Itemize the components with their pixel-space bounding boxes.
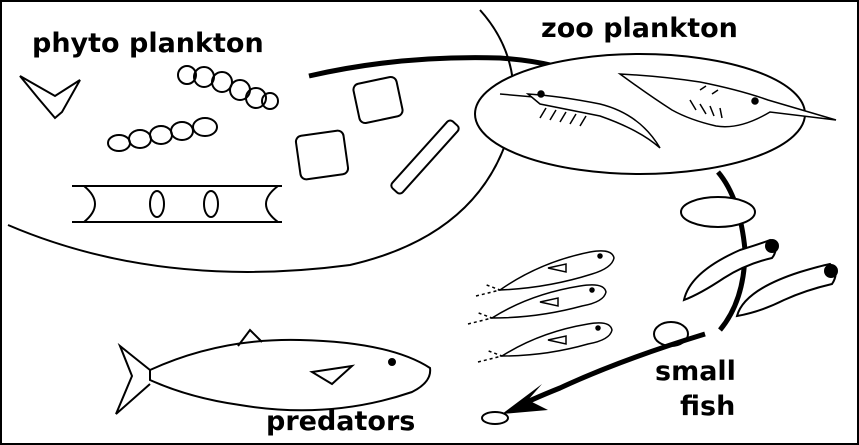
small-fish-label-line2: fish xyxy=(680,391,735,422)
zooplankton-label: zoo plankton xyxy=(541,13,738,44)
fish-egg xyxy=(681,197,755,227)
predators-label: predators xyxy=(266,406,415,437)
phytoplankton-label: phyto plankton xyxy=(32,28,264,59)
small-fish-label-line1: small xyxy=(655,356,736,387)
prey-fish xyxy=(482,412,508,424)
